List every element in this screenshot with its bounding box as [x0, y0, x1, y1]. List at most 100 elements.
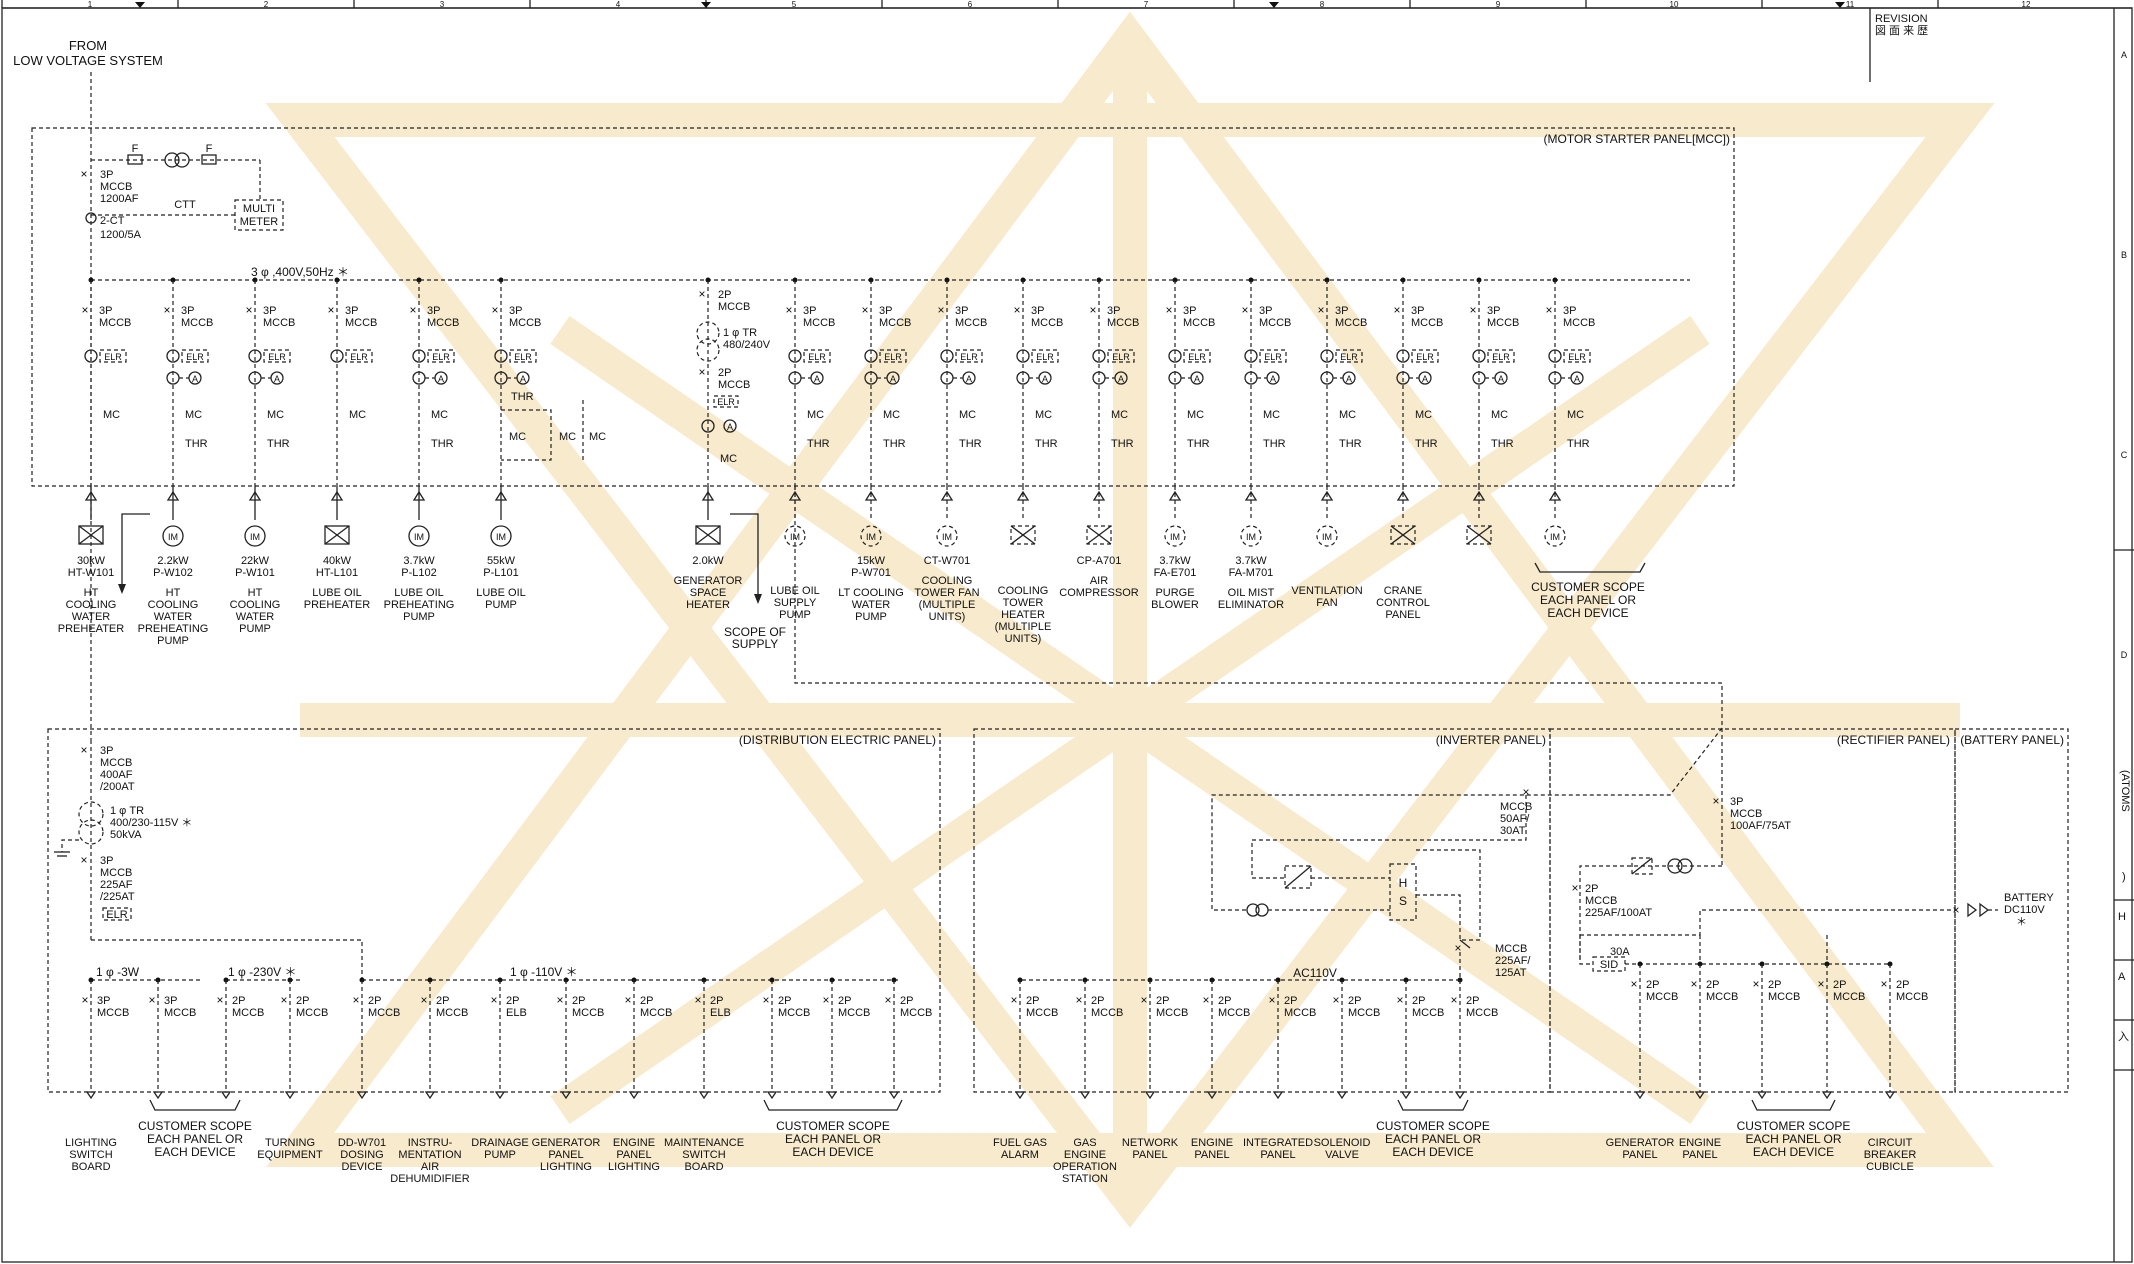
battery-label: BATTERY — [2004, 892, 2054, 904]
feeder-name: EQUIPMENT — [257, 1149, 323, 1161]
svg-text:2P: 2P — [778, 995, 791, 1007]
feeder-name: MAINTENANCE — [664, 1137, 744, 1149]
load-name: HT — [166, 587, 181, 599]
svg-text:×: × — [420, 993, 427, 1007]
feeder-name: ENGINE — [613, 1137, 655, 1149]
svg-text:A: A — [1498, 374, 1504, 384]
svg-text:MCCB: MCCB — [1768, 991, 1800, 1003]
svg-text:400AF: 400AF — [100, 769, 133, 781]
svg-text:THR: THR — [267, 438, 290, 450]
load-name: FAN — [1316, 597, 1337, 609]
svg-text:×: × — [884, 993, 891, 1007]
svg-text:H: H — [1399, 876, 1408, 890]
load-kw: 40kW — [323, 555, 352, 567]
svg-text:ELR: ELR — [1264, 352, 1282, 362]
svg-text:2P: 2P — [368, 995, 381, 1007]
svg-text:×: × — [327, 303, 334, 317]
svg-text:S: S — [1399, 894, 1407, 908]
svg-text:MCCB: MCCB — [164, 1007, 196, 1019]
svg-text:2P: 2P — [1348, 995, 1361, 1007]
svg-text:MC: MC — [807, 409, 824, 421]
ruler-label-4: 4 — [616, 0, 621, 9]
svg-text:EACH PANEL OR: EACH PANEL OR — [1385, 1132, 1481, 1146]
load-kw: 30kW — [77, 555, 106, 567]
load-name: PUMP — [485, 599, 517, 611]
revision-jp-label: 図 面 来 歴 — [1875, 24, 1928, 37]
svg-text:3P: 3P — [164, 995, 177, 1007]
svg-text:＊: ＊ — [2016, 916, 2027, 928]
svg-text:ELR: ELR — [1568, 352, 1586, 362]
watermark — [265, 11, 1995, 1228]
load-name: COMPRESSOR — [1059, 587, 1139, 599]
svg-text:×: × — [1450, 993, 1457, 1007]
load-name: CONTROL — [1376, 597, 1430, 609]
svg-text:×: × — [1469, 303, 1476, 317]
svg-text:3P: 3P — [100, 855, 113, 867]
svg-text:入: 入 — [2118, 1031, 2129, 1043]
svg-text:2P: 2P — [900, 995, 913, 1007]
svg-text:×: × — [490, 993, 497, 1007]
load-name: AIR — [1090, 575, 1108, 587]
source-system: LOW VOLTAGE SYSTEM — [13, 53, 163, 68]
feeder-name: DRAINAGE — [471, 1137, 528, 1149]
svg-text:×: × — [937, 303, 944, 317]
ruler-label-3: 3 — [440, 0, 445, 9]
svg-text:2P: 2P — [1091, 995, 1104, 1007]
svg-text:×: × — [245, 303, 252, 317]
svg-text:MC: MC — [1111, 409, 1128, 421]
load-name: PUMP — [239, 623, 271, 635]
svg-text:×: × — [1202, 993, 1209, 1007]
load-name: COOLING — [922, 575, 973, 587]
svg-text:IM: IM — [496, 532, 506, 542]
feeder-name: PANEL — [1194, 1149, 1229, 1161]
svg-text:3P: 3P — [803, 305, 816, 317]
svg-text:MCCB: MCCB — [572, 1007, 604, 1019]
load-name: ELIMINATOR — [1218, 599, 1284, 611]
load-name: OIL MIST — [1228, 587, 1275, 599]
svg-text:CUSTOMER SCOPE: CUSTOMER SCOPE — [138, 1119, 252, 1133]
feeder-name: LIGHTING — [65, 1137, 117, 1149]
svg-text:2P: 2P — [572, 995, 585, 1007]
battery-panel: (BATTERY PANEL) × BATTERY DC110V ＊ — [1952, 728, 2069, 1093]
row-label-D: D — [2121, 650, 2128, 660]
svg-text:MCCB: MCCB — [97, 1007, 129, 1019]
ruler-label-6: 6 — [968, 0, 973, 9]
load-name: SPACE — [690, 587, 726, 599]
svg-text:MC: MC — [1263, 409, 1280, 421]
ruler-label-8: 8 — [1320, 0, 1325, 9]
ruler-label-9: 9 — [1496, 0, 1501, 9]
svg-text:×: × — [216, 993, 223, 1007]
svg-text:×: × — [1396, 993, 1403, 1007]
svg-text:SUPPLY: SUPPLY — [732, 637, 778, 651]
mcc-load-18: IM — [1544, 486, 1566, 547]
svg-text:2P: 2P — [1585, 883, 1598, 895]
svg-text:A: A — [814, 374, 820, 384]
svg-text:EACH DEVICE: EACH DEVICE — [1392, 1145, 1473, 1159]
load-kw: 15kW — [857, 555, 886, 567]
feeder-name: ENGINE — [1679, 1137, 1721, 1149]
svg-text:ELR: ELR — [106, 909, 127, 921]
svg-text:MC: MC — [559, 431, 576, 443]
load-name: LUBE OIL — [476, 587, 526, 599]
svg-text:CTT: CTT — [174, 199, 196, 211]
motor-starter-panel: (MOTOR STARTER PANEL[MCC]) × 3P MCCB 120… — [31, 127, 1735, 487]
load-tag: FA-E701 — [1154, 567, 1197, 579]
svg-text:A: A — [1574, 374, 1580, 384]
svg-text:×: × — [352, 993, 359, 1007]
svg-text:125AT: 125AT — [1495, 967, 1527, 979]
svg-text:MC: MC — [509, 431, 526, 443]
svg-text:THR: THR — [1263, 438, 1286, 450]
svg-text:ELR: ELR — [884, 352, 902, 362]
svg-text:MCCB: MCCB — [1730, 808, 1762, 820]
svg-text:3P: 3P — [1259, 305, 1272, 317]
svg-text:×: × — [163, 303, 170, 317]
svg-text:EACH DEVICE: EACH DEVICE — [792, 1145, 873, 1159]
